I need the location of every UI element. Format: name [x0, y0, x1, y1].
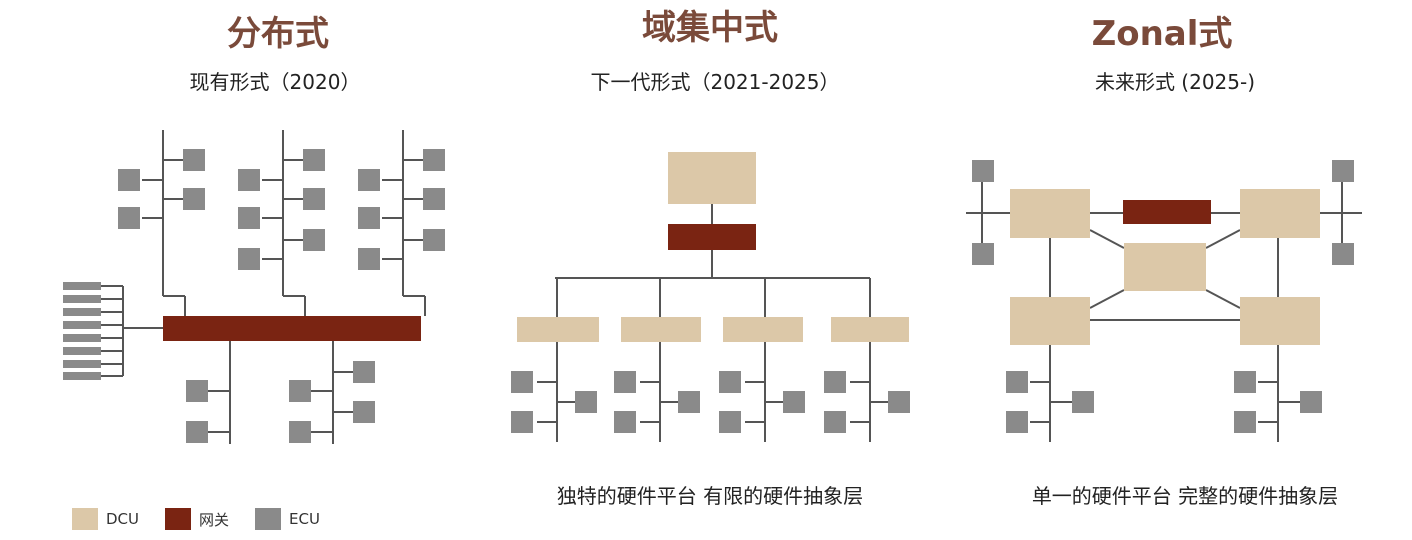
connector-line [1205, 289, 1241, 309]
gateway-box [163, 316, 421, 341]
ecu-box [63, 282, 101, 290]
legend-label-dcu: DCU [106, 510, 140, 528]
ecu-box [824, 411, 846, 433]
distributed-subtitle: 现有形式（2020） [189, 70, 361, 94]
ecu-box [1300, 391, 1322, 413]
ecu-box [423, 229, 445, 251]
domain-title: 域集中式 [642, 8, 778, 48]
dcu-box [1010, 189, 1090, 238]
ecu-box [719, 371, 741, 393]
legend-item-ecu: ECU [255, 508, 320, 530]
zonal-title: Zonal式 [1091, 14, 1233, 54]
ecu-box [63, 308, 101, 316]
ecu-box [783, 391, 805, 413]
dcu-box [517, 317, 599, 342]
gateway-swatch [165, 508, 192, 530]
distributed-title: 分布式 [227, 14, 329, 54]
ecu-box [888, 391, 910, 413]
ecu-box [118, 169, 140, 191]
ecu-box [303, 149, 325, 171]
dcu-box [621, 317, 701, 342]
ecu-box [1234, 371, 1256, 393]
connector-line [1089, 289, 1125, 309]
ecu-box [358, 169, 380, 191]
ecu-box [678, 391, 700, 413]
gateway-box [1123, 200, 1211, 224]
ecu-box [423, 188, 445, 210]
ecu-box [972, 160, 994, 182]
ecu-box [972, 243, 994, 265]
ecu-box [63, 360, 101, 368]
ecu-swatch [255, 508, 282, 530]
zonal-subtitle: 未来形式 (2025-) [1094, 70, 1256, 94]
ecu-box [63, 321, 101, 329]
domain-caption: 独特的硬件平台 有限的硬件抽象层 [556, 484, 864, 508]
ecu-box [303, 229, 325, 251]
connector-line [1089, 229, 1125, 249]
ecu-box [353, 401, 375, 423]
ecu-box [186, 380, 208, 402]
legend: DCU 网关 ECU [72, 508, 346, 530]
ecu-box [118, 207, 140, 229]
ecu-box [63, 334, 101, 342]
connector-line [1205, 229, 1241, 249]
ecu-box [1006, 411, 1028, 433]
legend-item-dcu: DCU [72, 508, 139, 530]
ecu-box [614, 371, 636, 393]
zonal-caption: 单一的硬件平台 完整的硬件抽象层 [1031, 484, 1339, 508]
dcu-box [1124, 243, 1206, 291]
ecu-box [575, 391, 597, 413]
ecu-box [719, 411, 741, 433]
legend-item-gateway: 网关 [165, 508, 229, 530]
ecu-box [289, 421, 311, 443]
ecu-box [1332, 160, 1354, 182]
ecu-box [183, 149, 205, 171]
dcu-box [723, 317, 803, 342]
legend-label-ecu: ECU [289, 510, 320, 528]
ecu-box [303, 188, 325, 210]
ecu-box [238, 169, 260, 191]
gateway-box [668, 224, 756, 250]
ecu-box [423, 149, 445, 171]
ecu-box [511, 371, 533, 393]
ecu-box [358, 207, 380, 229]
dcu-box [1010, 297, 1090, 345]
ecu-box [1072, 391, 1094, 413]
dcu-box [1240, 189, 1320, 238]
ecu-box [63, 372, 101, 380]
ecu-box [1006, 371, 1028, 393]
dcu-swatch [72, 508, 98, 530]
ecu-box [183, 188, 205, 210]
ecu-box [358, 248, 380, 270]
ecu-box [1234, 411, 1256, 433]
ecu-box [614, 411, 636, 433]
dcu-box [831, 317, 909, 342]
ecu-box [1332, 243, 1354, 265]
ecu-box [63, 347, 101, 355]
ecu-box [63, 295, 101, 303]
ecu-box [238, 207, 260, 229]
ecu-box [289, 380, 311, 402]
domain-subtitle: 下一代形式（2021-2025） [590, 70, 840, 94]
ecu-box [353, 361, 375, 383]
legend-label-gateway: 网关 [199, 510, 230, 529]
ecu-box [824, 371, 846, 393]
ecu-box [511, 411, 533, 433]
ecu-box [186, 421, 208, 443]
dcu-box [668, 152, 756, 204]
dcu-box [1240, 297, 1320, 345]
ecu-box [238, 248, 260, 270]
